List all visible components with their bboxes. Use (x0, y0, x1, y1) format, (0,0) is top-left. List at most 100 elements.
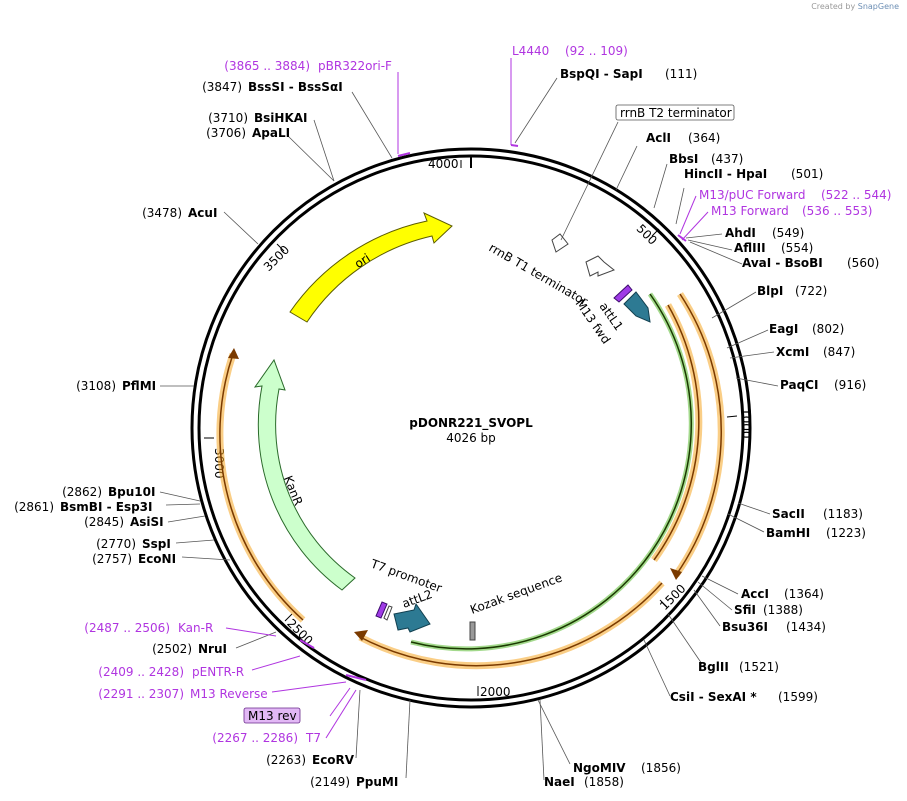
site-ppumi[interactable]: (2149)PpuMI (310, 775, 398, 789)
tick-500 (651, 228, 660, 237)
primer-m13-forward[interactable]: M13 Forward(536 .. 553) (711, 204, 872, 218)
site-name: Bpu10I (108, 485, 155, 499)
site-nrui[interactable]: (2502) NruI (152, 642, 227, 656)
site-bsssi[interactable]: (3847)BssSI - BssSαI (202, 80, 343, 94)
site-paqci[interactable]: PaqCI(916) (780, 378, 866, 392)
primer-pbr322ori-f[interactable]: (3865 .. 3884)pBR322ori-F (224, 59, 392, 73)
site-bamhi[interactable]: BamHI(1223) (766, 526, 866, 540)
m13-rev-label: M13 rev (248, 709, 297, 723)
credit-brand: SnapGene (857, 2, 899, 11)
site-bglii[interactable]: BglII(1521) (698, 660, 779, 674)
rrnb-t1-outline-arrow[interactable] (585, 255, 615, 277)
site-name: PpuMI (356, 775, 398, 789)
site-name: ApaLI (252, 126, 290, 140)
site-name: HincII - HpaI (684, 167, 767, 181)
site-acci[interactable]: AccI(1364) (741, 587, 824, 601)
orange-arc-right-arrowhead (670, 568, 682, 580)
primer-l4440[interactable]: L4440(92 .. 109) (512, 44, 628, 58)
site-bpu10i[interactable]: (2862)Bpu10I (62, 485, 155, 499)
site-pos: (1521) (739, 660, 779, 674)
primer-kan-r[interactable]: (2487 .. 2506)Kan-R (84, 621, 213, 635)
site-naei[interactable]: NaeI(1858) (544, 775, 624, 789)
site-eagi[interactable]: EagI (802) (769, 322, 844, 336)
attl1-marker[interactable] (613, 284, 633, 303)
site-asisi[interactable]: (2845)AsiSI (84, 515, 164, 529)
site-pflmi[interactable]: (3108)PflMI (76, 379, 156, 393)
site-pos: (560) (847, 256, 879, 270)
site-bspqi[interactable]: BspQI - SapI(111) (560, 67, 697, 81)
kanr-feature-arrow[interactable] (253, 358, 356, 591)
site-ahdi[interactable]: AhdI(549) (725, 226, 804, 240)
site-aflIII[interactable]: AflIII(554) (734, 241, 813, 255)
kozak-marker[interactable] (469, 621, 476, 641)
site-pos: (437) (711, 152, 743, 166)
m13-fwd-arrow[interactable] (623, 291, 651, 323)
site-pos: (1183) (823, 507, 863, 521)
site-blpi[interactable]: BlpI(722) (757, 284, 827, 298)
attl2-arrow[interactable] (393, 602, 431, 633)
site-pos: (3847) (202, 80, 242, 94)
site-sacii[interactable]: SacII(1183) (772, 507, 863, 521)
primer-m13-puc-forward[interactable]: M13/pUC Forward(522 .. 544) (699, 188, 891, 202)
ori-feature-arrow[interactable] (289, 212, 453, 323)
site-name: NruI (198, 642, 227, 656)
site-pos: (1856) (641, 761, 681, 775)
primer-pos: (2409 .. 2428) (98, 665, 184, 679)
site-econi[interactable]: (2757)EcoNI (92, 552, 176, 566)
rrnb-t2-label-box (615, 104, 735, 121)
site-ngomiv[interactable]: NgoMIV(1856) (573, 761, 681, 775)
rrnb-t2-outline-arrow[interactable] (551, 233, 569, 253)
primer-t7[interactable]: (2267 .. 2286)T7 (212, 731, 321, 745)
kozak-label: Kozak sequence (468, 571, 564, 617)
site-sspi[interactable]: (2770)SspI (96, 537, 171, 551)
site-pos: (2861) (14, 500, 54, 514)
site-csii[interactable]: CsiI - SexAI *(1599) (670, 690, 818, 704)
site-pos: (847) (823, 345, 855, 359)
primer-pos: (522 .. 544) (821, 188, 891, 202)
site-bbsi[interactable]: BbsI (437) (669, 152, 743, 166)
site-pos: (1388) (763, 603, 803, 617)
t7-promoter-label: T7 promoter (368, 556, 444, 595)
site-sfii[interactable]: SfiI(1388) (734, 603, 803, 617)
tick-label-500: 500 (634, 222, 660, 248)
site-name: BsmBI - Esp3I (60, 500, 152, 514)
site-xcmi[interactable]: XcmI(847) (776, 345, 855, 359)
site-hincii[interactable]: HincII - HpaI(501) (684, 167, 823, 181)
site-acli[interactable]: AclI(364) (646, 131, 720, 145)
site-name: AvaI - BsoBI (742, 256, 823, 270)
site-name: BsiHKAI (254, 111, 308, 125)
primer-pos: (2291 .. 2307) (98, 687, 184, 701)
orange-arc-right-outer-line (675, 293, 722, 576)
tick-label-4000: 4000 (428, 157, 459, 171)
site-pos: (802) (812, 322, 844, 336)
primer-pentr-r[interactable]: (2409 .. 2428)pENTR-R (98, 665, 244, 679)
site-pos: (2845) (84, 515, 124, 529)
site-name: BbsI (669, 152, 698, 166)
site-name: BlpI (757, 284, 783, 298)
tick-1500 (659, 599, 668, 608)
site-avai[interactable]: AvaI - BsoBI (560) (742, 256, 879, 270)
primer-bottom-bar (345, 674, 367, 681)
site-name: EagI (769, 322, 798, 336)
site-pos: (2263) (266, 753, 306, 767)
t7-promoter-marker[interactable] (375, 601, 388, 619)
plasmid-length: 4026 bp (446, 431, 496, 445)
site-name: EcoRV (312, 753, 355, 767)
site-acui[interactable]: (3478)AcuI (142, 206, 217, 220)
primer-pos: (536 .. 553) (802, 204, 872, 218)
site-bsmbi[interactable]: (2861) BsmBI - Esp3I (14, 500, 152, 514)
primer-m13-reverse[interactable]: (2291 .. 2307)M13 Reverse (98, 687, 267, 701)
site-pos: (2502) (152, 642, 192, 656)
snapgene-credit: Created by SnapGene (811, 2, 899, 11)
site-bsihkai[interactable]: (3710)BsiHKAI (208, 111, 307, 125)
site-pos: (1223) (826, 526, 866, 540)
site-name: AcuI (188, 206, 217, 220)
orange-arc-bottom-arrowhead (354, 630, 368, 641)
primer-name: L4440 (512, 44, 549, 58)
site-ecorv[interactable]: (2263) EcoRV (266, 753, 355, 767)
orange-arc-left-line (219, 353, 304, 621)
site-apali[interactable]: (3706)ApaLI (206, 126, 290, 140)
site-pos: (549) (772, 226, 804, 240)
site-bsu36i[interactable]: Bsu36I(1434) (722, 620, 826, 634)
site-name: PflMI (122, 379, 156, 393)
